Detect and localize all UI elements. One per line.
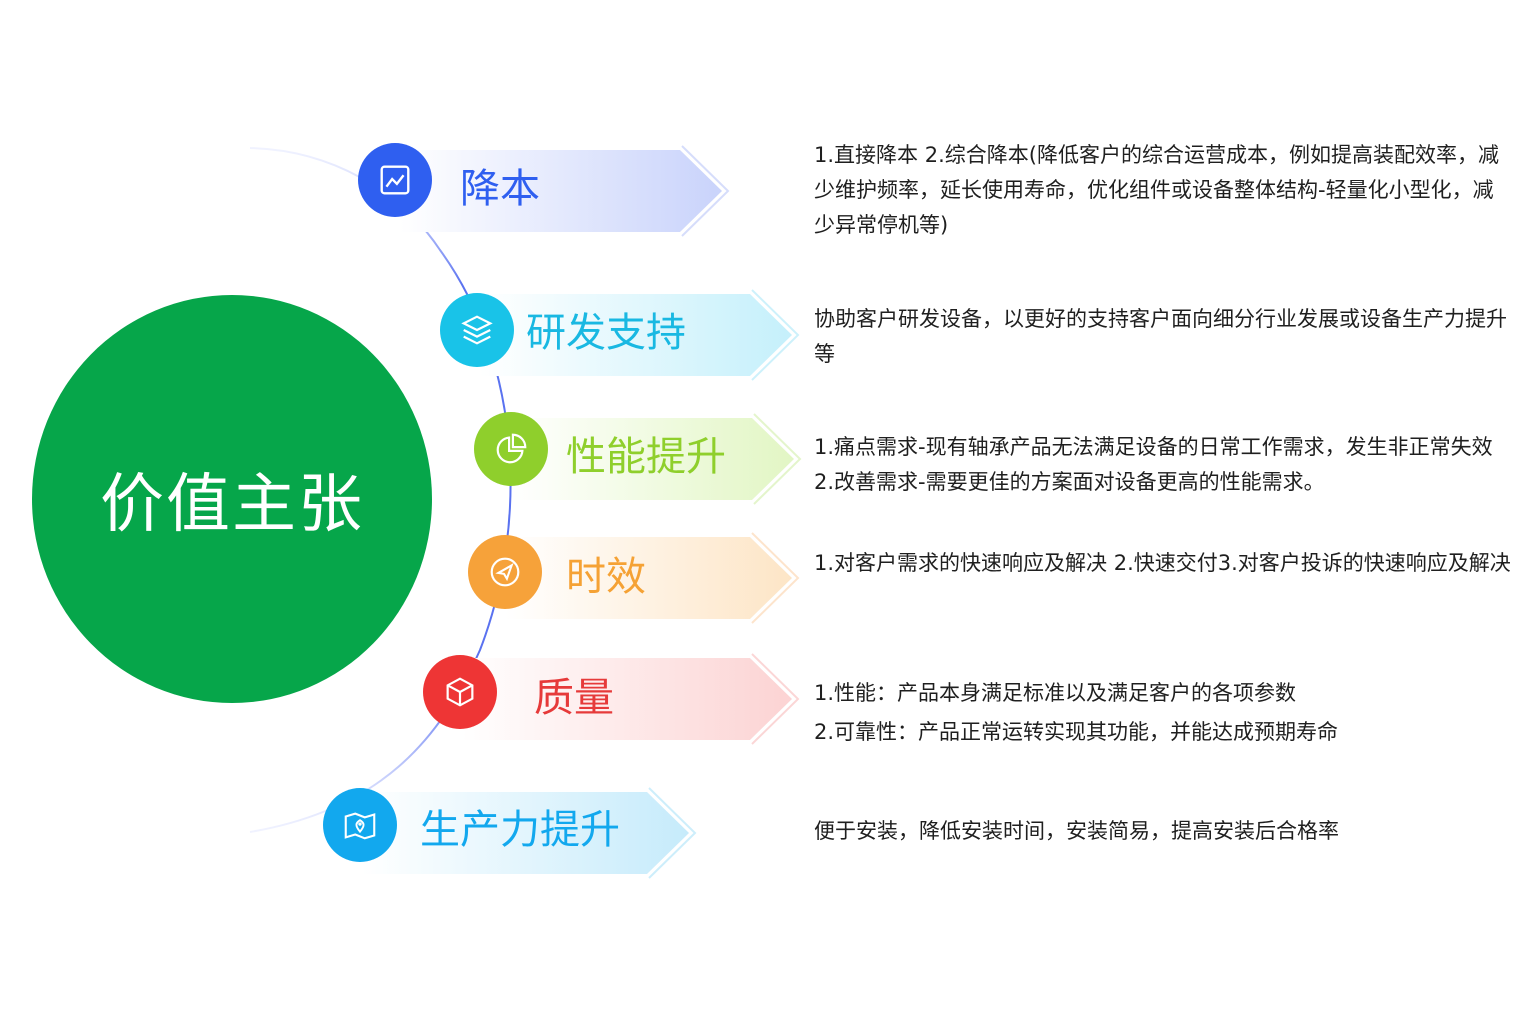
center-title: 价值主张 <box>100 468 364 542</box>
banner-arrow <box>400 145 730 237</box>
center-circle: 价值主张 <box>32 295 432 703</box>
item-description: 1.性能：产品本身满足标准以及满足客户的各项参数 2.可靠性：产品正常运转实现其… <box>814 674 1514 752</box>
item-label: 降本 <box>460 166 540 212</box>
description-text: 1.痛点需求-现有轴承产品无法满足设备的日常工作需求，发生非正常失效 2.改善需… <box>814 435 1493 494</box>
banner-arrow <box>362 787 702 879</box>
send-icon <box>468 535 542 609</box>
chart-icon <box>358 143 432 217</box>
item-label: 性能提升 <box>566 434 726 480</box>
map-icon <box>323 788 397 862</box>
item-description: 便于安装，降低安装时间，安装简易，提高安装后合格率 <box>814 814 1514 849</box>
banner-arrow <box>462 653 800 745</box>
description-text: 1.对客户需求的快速响应及解决 2.快速交付3.对客户投诉的快速响应及解决 <box>814 551 1511 575</box>
layers-icon <box>440 293 514 367</box>
item-label: 生产力提升 <box>420 807 620 853</box>
description-text: 便于安装，降低安装时间，安装简易，提高安装后合格率 <box>814 819 1339 843</box>
description-text: 协助客户研发设备，以更好的支持客户面向细分行业发展或设备生产力提升等 <box>814 307 1507 366</box>
item-description: 1.直接降本 2.综合降本(降低客户的综合运营成本，例如提高装配效率，减少维护频… <box>814 138 1514 243</box>
cube-icon <box>423 655 497 729</box>
banner-arrow <box>512 413 802 505</box>
description-text: 2.可靠性：产品正常运转实现其功能，并能达成预期寿命 <box>814 720 1339 744</box>
banner-arrow <box>505 532 800 624</box>
pie-chart-icon <box>474 412 548 486</box>
item-label: 研发支持 <box>526 310 686 356</box>
description-text: 1.直接降本 2.综合降本(降低客户的综合运营成本，例如提高装配效率，减少维护频… <box>814 143 1499 237</box>
description-text: 1.性能：产品本身满足标准以及满足客户的各项参数 <box>814 681 1297 705</box>
item-label: 时效 <box>566 554 646 600</box>
item-description: 协助客户研发设备，以更好的支持客户面向细分行业发展或设备生产力提升等 <box>814 302 1514 372</box>
banner-arrow <box>480 289 800 381</box>
item-label: 质量 <box>534 675 614 721</box>
item-description: 1.对客户需求的快速响应及解决 2.快速交付3.对客户投诉的快速响应及解决 <box>814 546 1514 581</box>
item-description: 1.痛点需求-现有轴承产品无法满足设备的日常工作需求，发生非正常失效 2.改善需… <box>814 430 1514 500</box>
